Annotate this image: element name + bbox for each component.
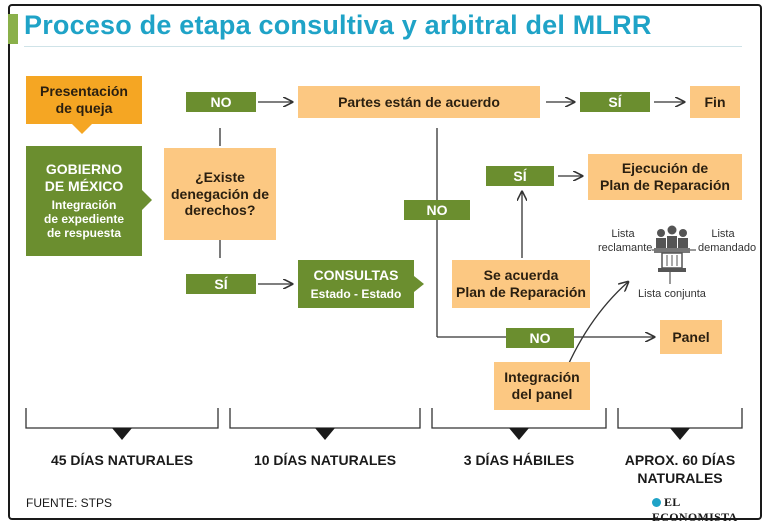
- consultas-title: CONSULTAS: [313, 266, 399, 283]
- brand-dot-icon: [652, 498, 661, 507]
- phase-10-dias: 10 DÍAS NATURALES: [253, 452, 397, 468]
- source-note: FUENTE: STPS: [26, 496, 113, 510]
- integracion-panel-node: Integración del panel: [494, 362, 590, 410]
- brand-name: EL ECONOMISTA: [652, 495, 738, 524]
- phase-60-dias: APROX. 60 DÍAS NATURALES: [624, 452, 736, 486]
- gobierno-mexico-node: GOBIERNO DE MÉXICO Integración de expedi…: [26, 146, 142, 256]
- lista-reclamante-label: Lista reclamante: [598, 228, 653, 254]
- consultas-subtitle: Estado - Estado: [310, 286, 402, 301]
- fin-node: Fin: [690, 86, 740, 118]
- no-label-top: NO: [186, 92, 256, 112]
- lista-demandado-label: Lista demandado: [698, 228, 757, 254]
- no-label-mid: NO: [404, 200, 470, 220]
- gobierno-subtitle: Integración de expediente de respuesta: [43, 197, 125, 241]
- consultas-node: CONSULTAS Estado - Estado: [298, 260, 414, 308]
- si-label-fin: SÍ: [580, 92, 650, 112]
- partes-acuerdo-node: Partes están de acuerdo: [298, 86, 540, 118]
- page-title: Proceso de etapa consultiva y arbitral d…: [24, 10, 652, 40]
- presentacion-queja-node: Presentación de queja: [26, 76, 142, 124]
- no-label-panel: NO: [506, 328, 574, 348]
- se-acuerda-plan-node: Se acuerda Plan de Reparación: [452, 260, 590, 308]
- panel-node: Panel: [660, 320, 722, 354]
- si-label-left: SÍ: [186, 274, 256, 294]
- gobierno-title: GOBIERNO DE MÉXICO: [44, 161, 124, 194]
- brand-logo: EL ECONOMISTA: [652, 495, 768, 525]
- lista-conjunta-label: Lista conjunta: [638, 288, 706, 300]
- title-divider: [24, 46, 742, 47]
- si-label-ejecucion: SÍ: [486, 166, 554, 186]
- ejecucion-plan-node: Ejecución de Plan de Reparación: [588, 154, 742, 200]
- existe-denegacion-node: ¿Existe denegación de derechos?: [164, 148, 276, 240]
- phase-45-dias: 45 DÍAS NATURALES: [50, 452, 194, 468]
- title-accent-bar: [8, 14, 18, 44]
- podium-panel-icon: [654, 225, 690, 272]
- phase-3-dias: 3 DÍAS HÁBILES: [463, 452, 575, 468]
